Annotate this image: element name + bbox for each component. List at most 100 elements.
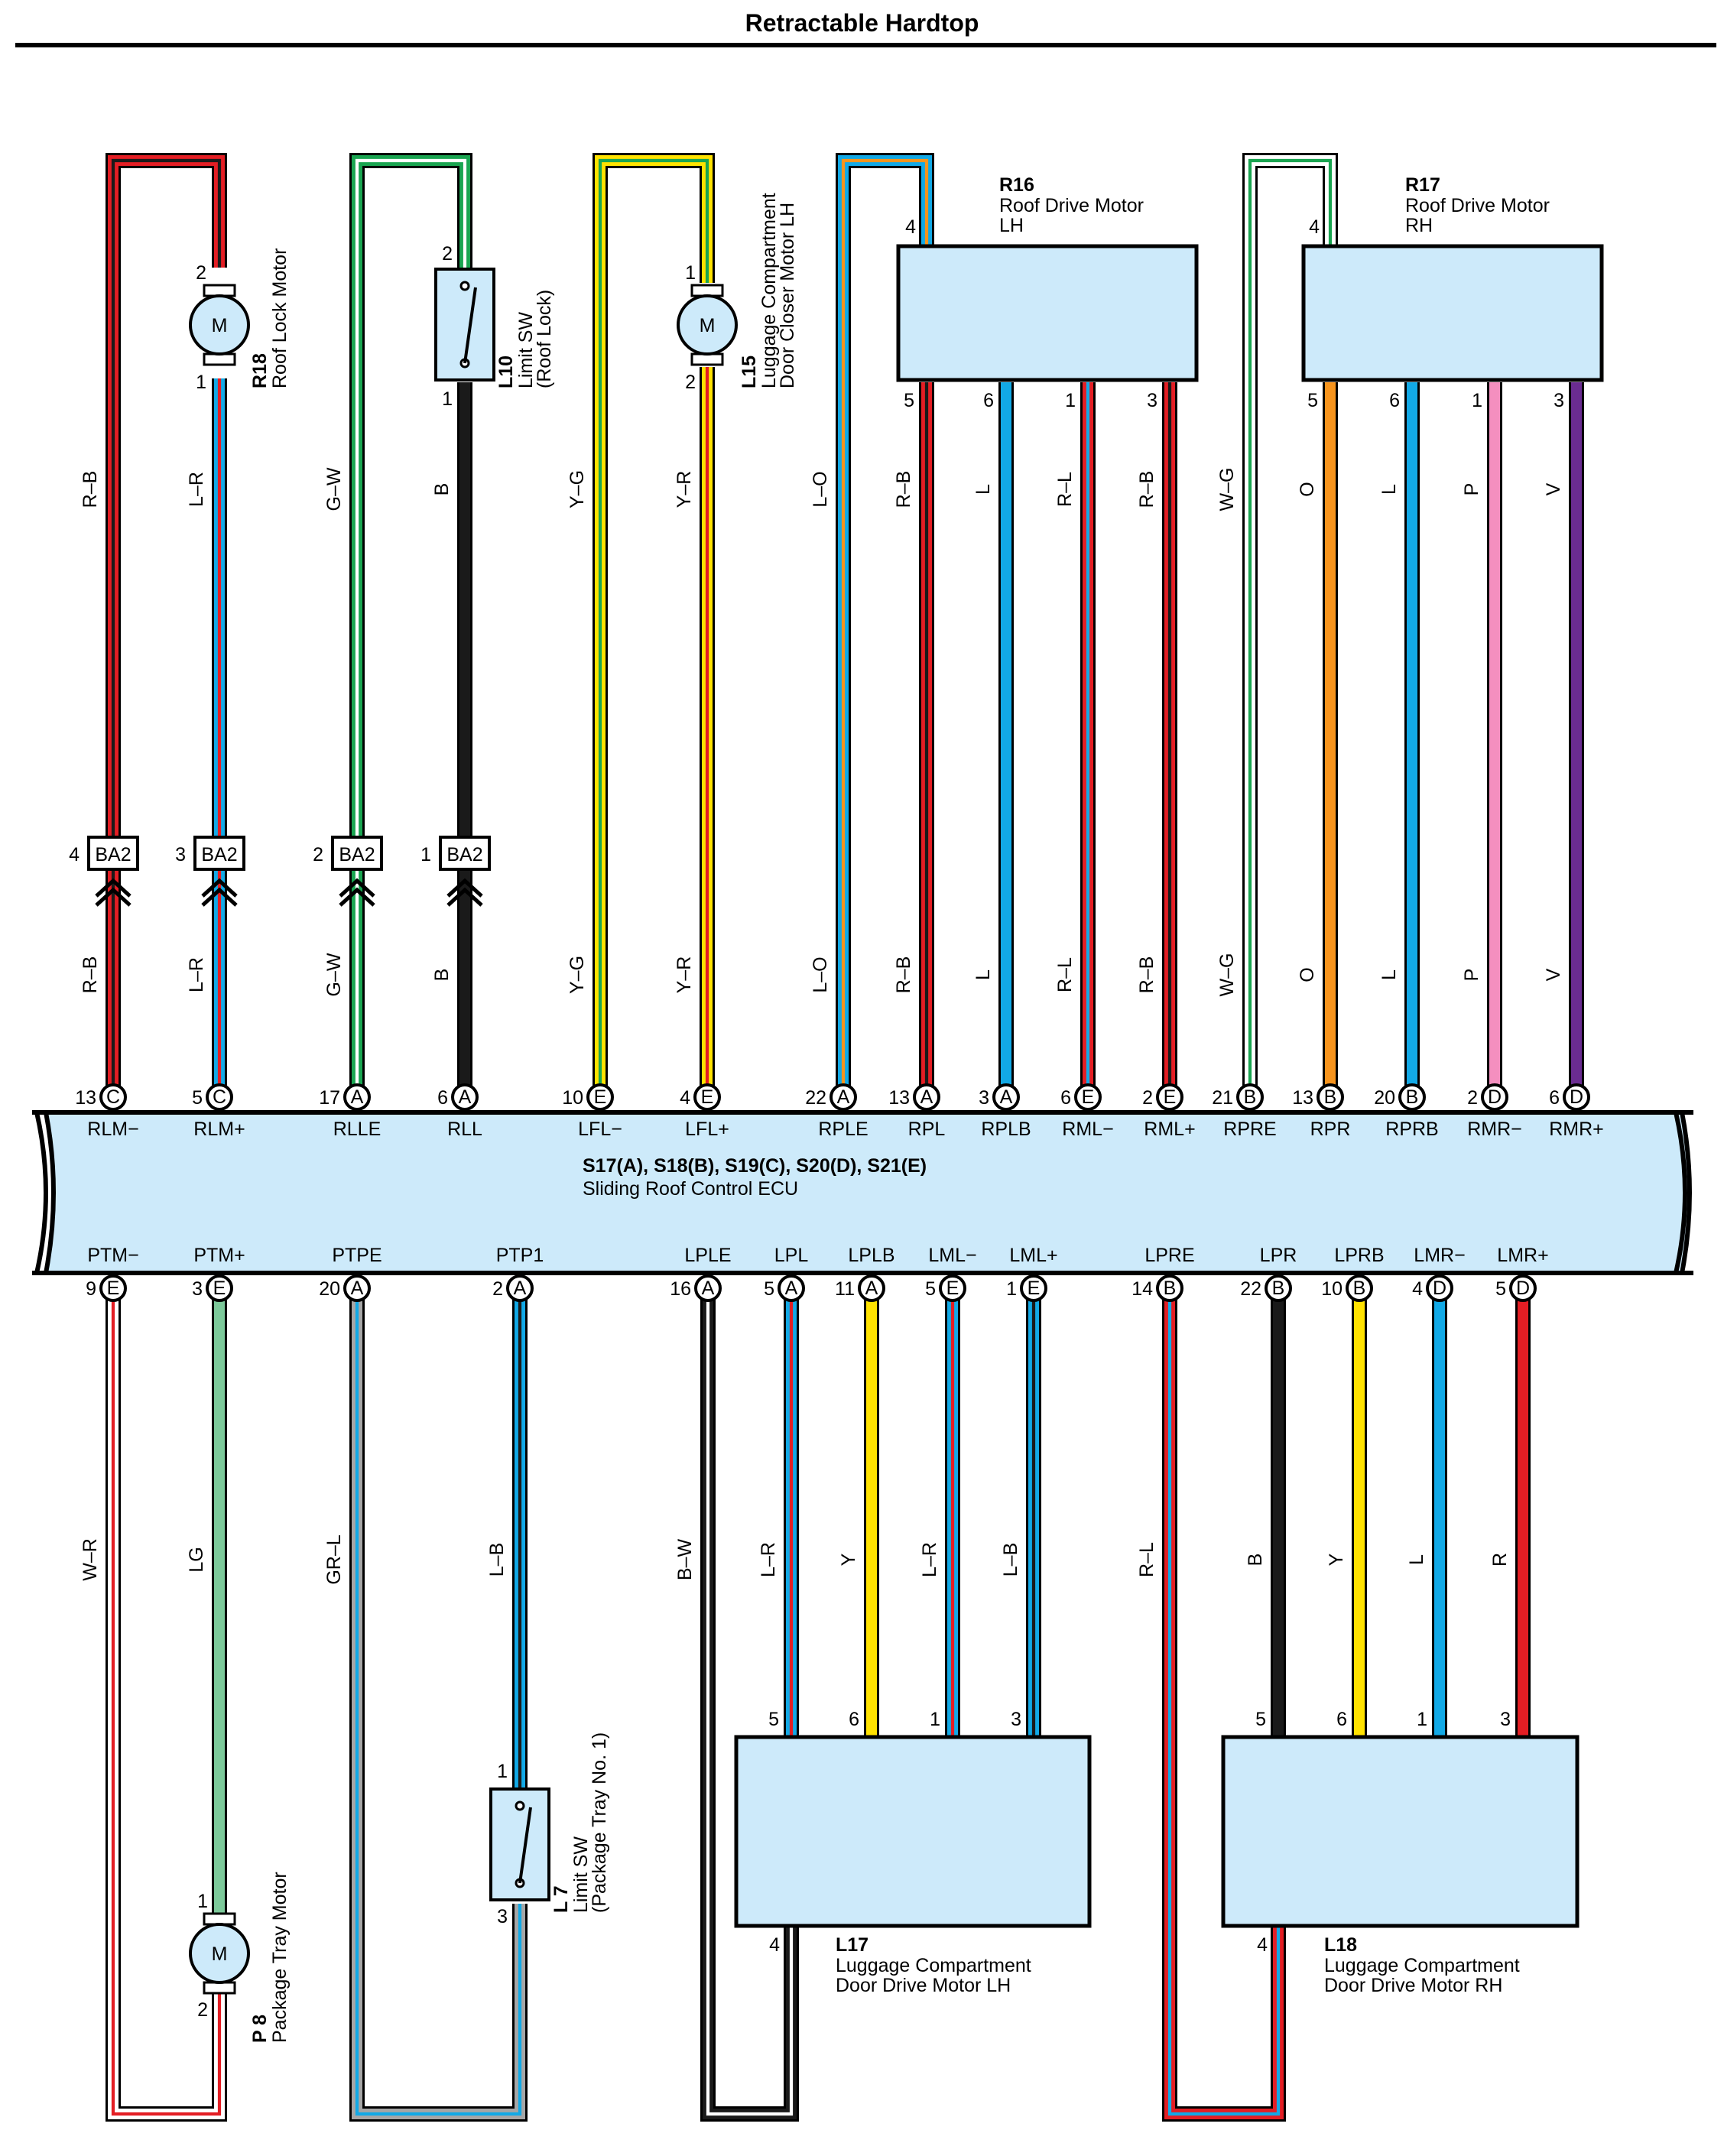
signal-LPRE: LPRE	[1144, 1245, 1194, 1266]
ba2-label-1: BA2	[95, 844, 131, 865]
top-1-conn: C	[213, 1086, 226, 1108]
wire-color-top-lower-7: R–B	[893, 956, 914, 994]
top-7-terminal	[913, 1083, 940, 1111]
signal-RML+: RML+	[1144, 1119, 1195, 1140]
top-11-conn: B	[1244, 1086, 1257, 1108]
signal-PTM−: PTM−	[87, 1245, 138, 1266]
r18-label-line-0: Roof Lock Motor	[269, 248, 291, 388]
wire-color-top-13: L	[1378, 484, 1400, 495]
top-1-pin: 5	[192, 1087, 203, 1109]
top-7-pin: 13	[888, 1087, 910, 1109]
wire-color-top-2: G–W	[323, 467, 345, 511]
r16-pin-4: 4	[905, 216, 916, 238]
wire-color-top-6: L–O	[810, 471, 831, 507]
ecu-name: Sliding Roof Control ECU	[583, 1178, 798, 1200]
top-9-terminal	[1074, 1083, 1102, 1111]
roof-drive-motor-rh	[1301, 244, 1604, 382]
l17-label-line-0: Luggage Compartment	[836, 1955, 1031, 1976]
top-8-pin: 3	[979, 1087, 989, 1109]
top-11-terminal	[1236, 1083, 1264, 1111]
ba2-chevron-b-3	[339, 887, 375, 907]
l15-label-line-1: Door Closer Motor LH	[777, 203, 798, 388]
l17-pin-4: 4	[769, 1934, 780, 1956]
l10-label-code: L10	[495, 356, 517, 388]
p8-pin-1: 1	[197, 1891, 208, 1912]
top-1-terminal	[206, 1083, 233, 1111]
top-0-conn: C	[106, 1086, 120, 1108]
top-9-conn: E	[1082, 1086, 1095, 1108]
signal-RPRE: RPRE	[1223, 1119, 1276, 1140]
wire-lfl-minus-stripe	[598, 158, 709, 1097]
top-14-conn: D	[1488, 1086, 1502, 1108]
ba2-pin-4: 1	[420, 844, 431, 865]
signal-RPL: RPL	[908, 1119, 946, 1140]
top-5-pin: 4	[680, 1087, 690, 1109]
bot-12-pin: 4	[1412, 1278, 1423, 1300]
ba2-pin-2: 3	[175, 844, 186, 865]
signal-RPRB: RPRB	[1385, 1119, 1438, 1140]
wire-ptpe-outline	[349, 1288, 528, 2122]
top-11-pin: 21	[1212, 1087, 1233, 1109]
wire-rple-stripe	[841, 158, 929, 1097]
bot-3-terminal	[506, 1274, 534, 1302]
limit-sw-roof-lock-blade	[463, 287, 477, 364]
package-tray-motor-symbol: M	[212, 1943, 228, 1965]
title-rule	[15, 43, 1716, 47]
ba2-pin-1: 4	[69, 844, 80, 865]
bot-4-terminal	[694, 1274, 722, 1302]
top-2-terminal	[343, 1083, 371, 1111]
signal-LML−: LML−	[928, 1245, 976, 1266]
top-8-conn: A	[1000, 1086, 1013, 1108]
wire-color-top-lower-8: L	[972, 969, 994, 980]
package-tray-motor	[189, 1923, 250, 1984]
top-13-conn: B	[1406, 1086, 1419, 1108]
bot-5-terminal	[778, 1274, 805, 1302]
ecu-right-break	[1674, 1112, 1687, 1274]
signal-RPLE: RPLE	[818, 1119, 868, 1140]
r16-pin-3: 3	[1147, 390, 1157, 411]
top-10-conn: E	[1164, 1086, 1177, 1108]
top-12-conn: B	[1324, 1086, 1337, 1108]
wire-color-bot-3: L–B	[486, 1543, 508, 1576]
bot-13-pin: 5	[1495, 1278, 1506, 1300]
limit-sw-roof-lock-contact-top	[459, 281, 470, 291]
bot-2-conn: A	[351, 1278, 364, 1299]
l7-label-line-1: (Package Tray No. 1)	[589, 1732, 610, 1913]
top-15-terminal	[1563, 1083, 1590, 1111]
wire-color-bot-5: L–R	[758, 1542, 779, 1577]
ba2-chevron-a-1	[95, 878, 131, 898]
wire-color-bot-12: L	[1406, 1554, 1427, 1565]
wire-color-top-9: R–L	[1054, 472, 1076, 507]
r18-pin-2: 2	[196, 262, 206, 284]
r17-pin-5: 5	[1307, 390, 1318, 411]
l17-pin-1: 1	[930, 1709, 940, 1730]
top-12-pin: 13	[1292, 1087, 1313, 1109]
wire-color-top-15: V	[1543, 482, 1564, 495]
bot-11-terminal	[1346, 1274, 1373, 1302]
bot-8-conn: E	[1028, 1278, 1041, 1299]
package-tray-motor-cap-bot	[203, 1981, 236, 1995]
top-7-conn: A	[920, 1086, 933, 1108]
l10-label-line-0: Limit SW	[515, 312, 537, 388]
l10-pin-2: 2	[442, 243, 453, 265]
roof-lock-motor-cap-bot	[203, 352, 236, 366]
bot-7-pin: 5	[925, 1278, 936, 1300]
top-10-pin: 2	[1142, 1087, 1153, 1109]
bot-7-conn: E	[946, 1278, 959, 1299]
r17-label-code: R17	[1405, 174, 1440, 196]
bot-12-conn: D	[1433, 1278, 1446, 1299]
wire-lpre	[1164, 1288, 1284, 2119]
wire-ptm-minus-stripe	[111, 1288, 222, 2116]
top-2-conn: A	[351, 1086, 364, 1108]
l7-label-line-0: Limit SW	[570, 1836, 592, 1913]
r18-label-code: R18	[249, 353, 271, 388]
bot-13-terminal	[1509, 1274, 1537, 1302]
bot-3-pin: 2	[492, 1278, 503, 1300]
ba2-label-4: BA2	[446, 844, 482, 865]
l18-label-line-0: Luggage Compartment	[1324, 1955, 1520, 1976]
bot-0-terminal	[99, 1274, 127, 1302]
wire-lpre-stripe	[1167, 1288, 1281, 2116]
wire-color-bot-2: GR–L	[323, 1534, 345, 1584]
